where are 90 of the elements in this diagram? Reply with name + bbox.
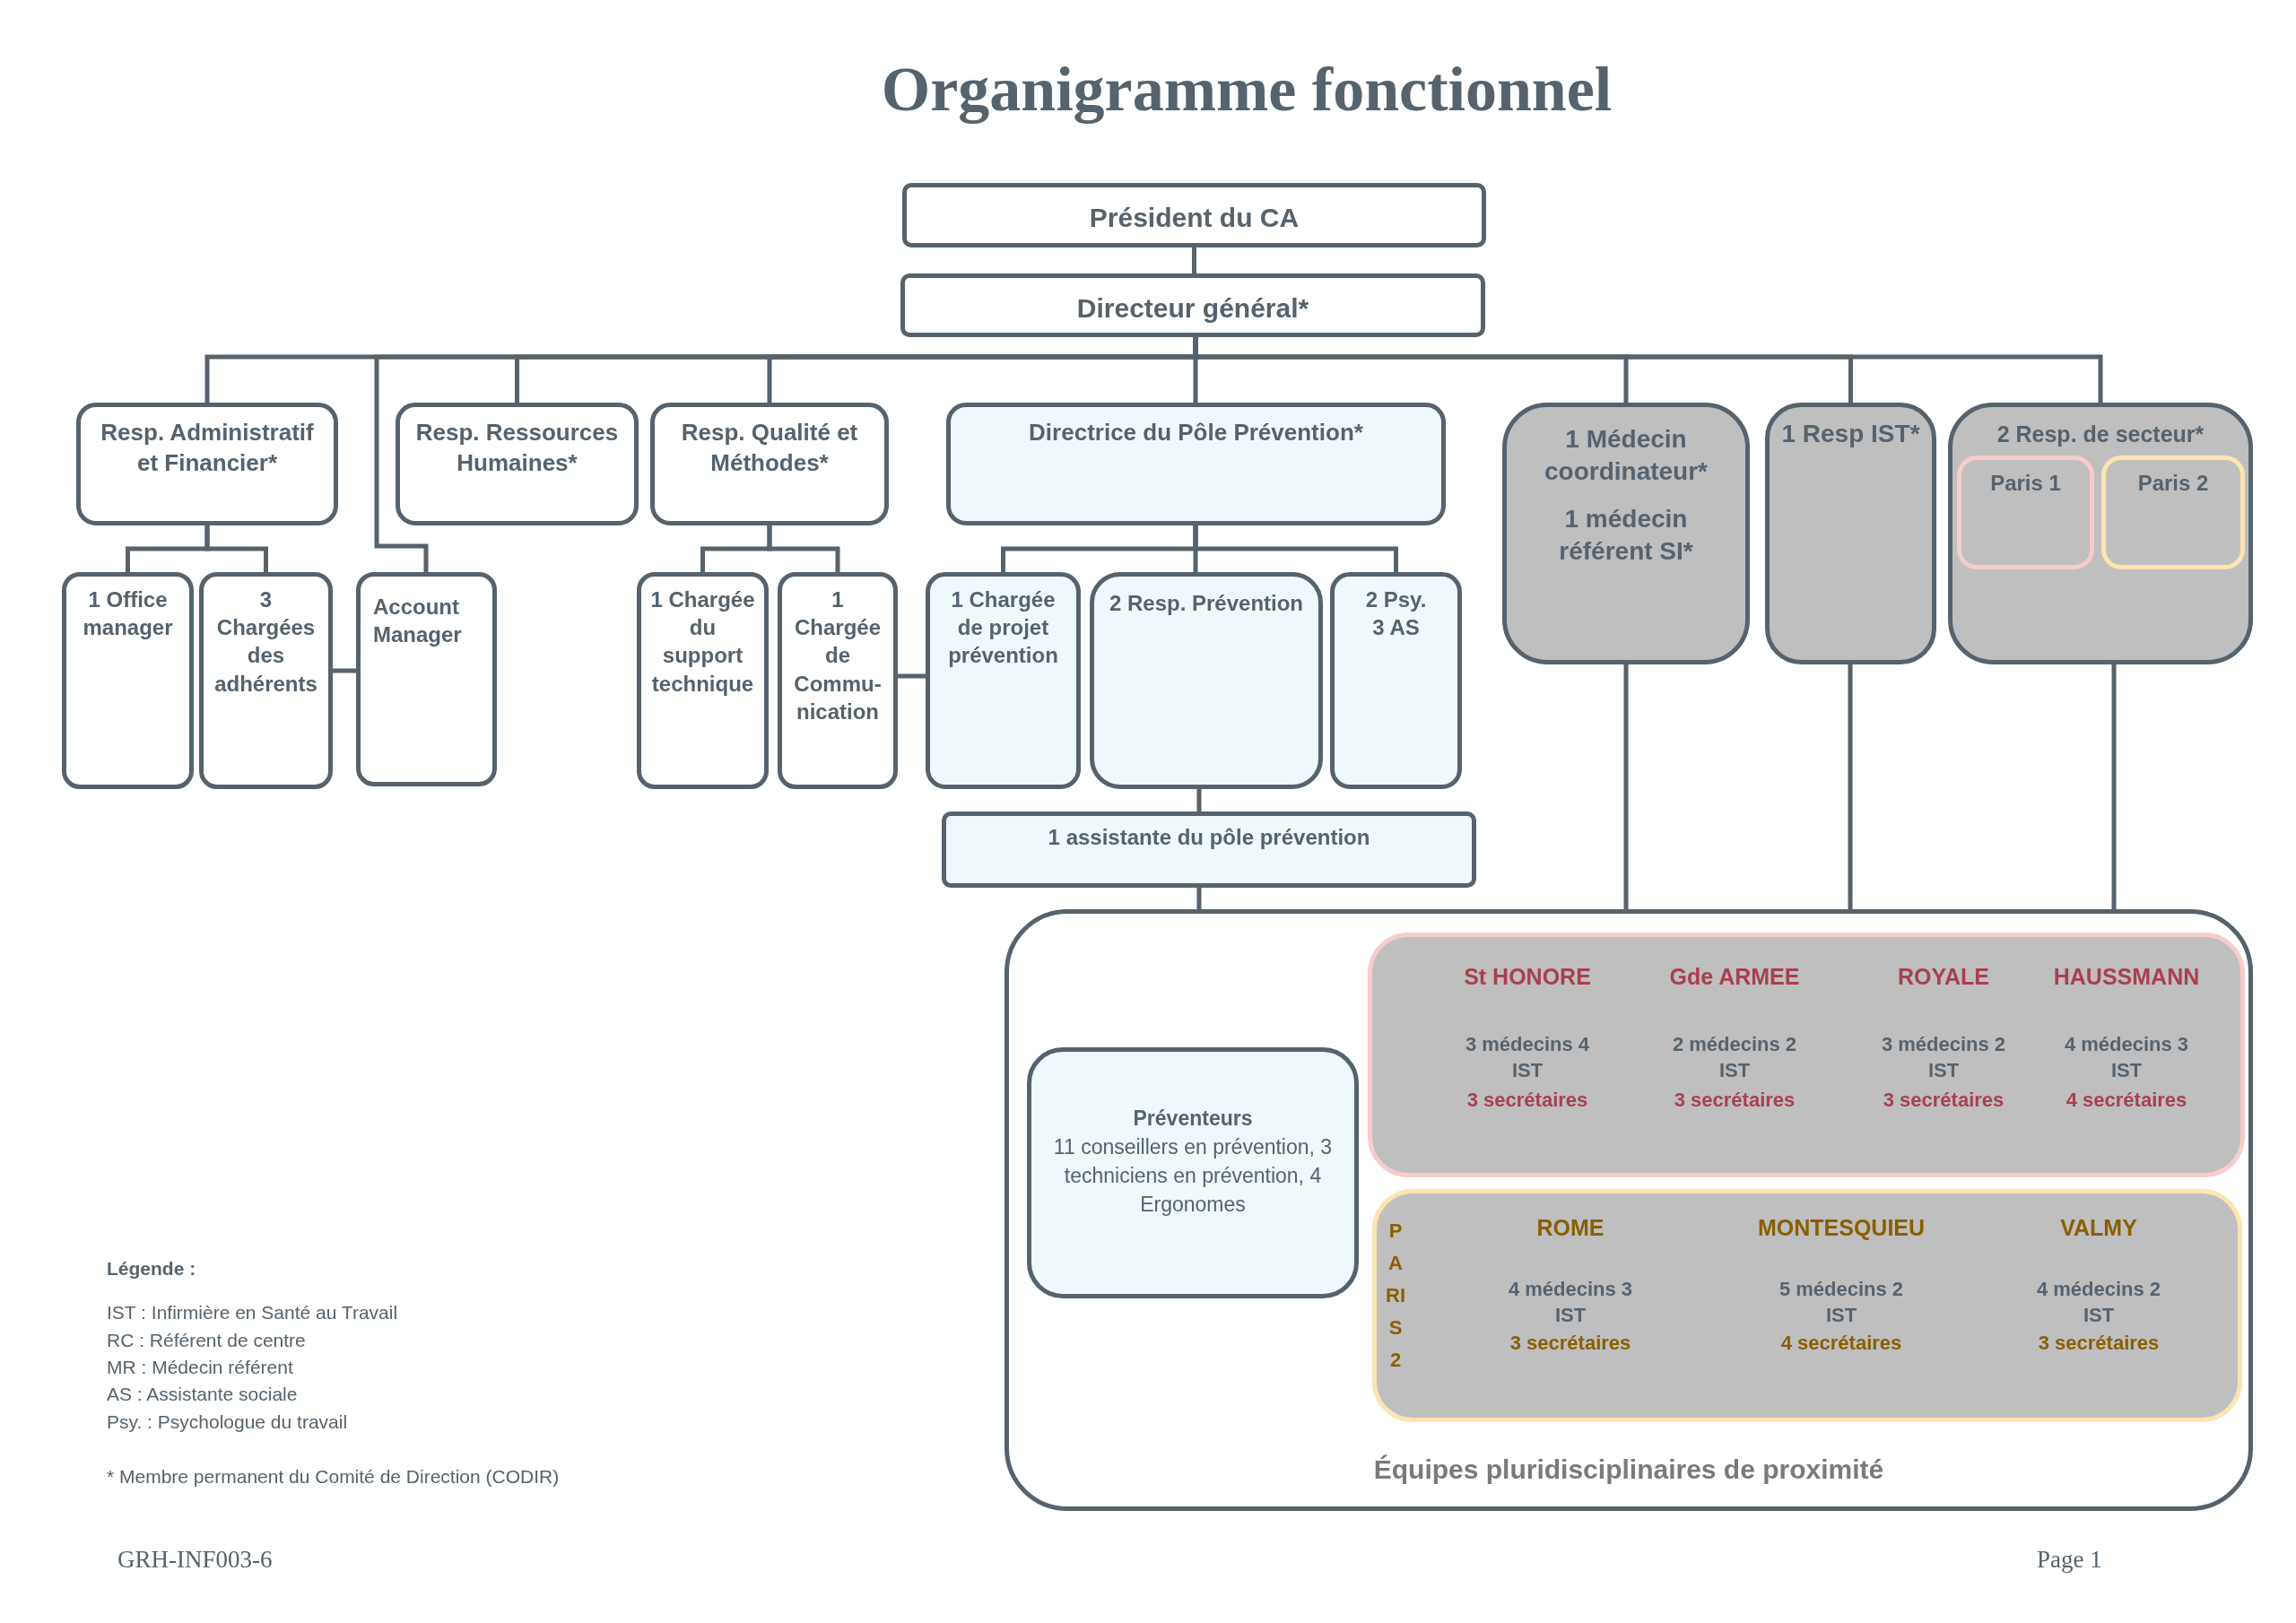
connector-line [1192,247,1196,273]
role-box [1090,572,1323,789]
role-title: 1 Office manager [82,586,174,642]
role-title: Directrice du Pôle Prévention* [1028,418,1364,447]
team-panel [1004,909,2253,1511]
page-number: Page 1 [2037,1546,2102,1574]
role-box [1765,403,1936,664]
staff-count: 2 médecins 2 IST [1671,1032,1798,1083]
staff-count: 3 médecins 2 IST [1880,1032,2007,1083]
site-name: Gde ARMEE [1668,963,1801,991]
secretary-count: 4 secrétaires [1779,1331,1903,1356]
role-title: 2 Resp. Prévention [1108,590,1305,617]
connector-line [1196,789,1202,812]
site-name: MONTESQUIEU [1756,1214,1926,1242]
site-name: HAUSSMANN [2052,963,2201,991]
secretary-count: 3 secrétaires [1882,1088,2005,1113]
role-box [199,572,333,789]
site-name: VALMY [2059,1214,2138,1242]
role-subtitle: 1 médecin référent SI* [1558,503,1694,568]
secretary-count: 3 secrétaires [1509,1331,1632,1356]
role-title: 2 Psy. 3 AS [1364,586,1428,642]
staff-count: 4 médecins 3 IST [2063,1032,2190,1083]
role-box [1330,572,1462,789]
footnote: * Membre permanent du Comité de Direction (CODIR) [107,1466,560,1488]
panel-caption: Équipes pluridisciplinaires de proximité [1372,1454,1885,1486]
role-title: Paris 2 [2136,470,2210,497]
role-title: Resp. Administratif et Financier* [100,418,315,478]
site-name: ROME [1535,1214,1605,1242]
sector-sub-box [1957,456,2094,569]
role-box [778,572,898,789]
connector-line [1848,664,1853,909]
connector-line [204,525,268,572]
secretary-count: 3 secrétaires [2037,1331,2161,1356]
role-title: 1 assistante du pôle prévention [1047,824,1371,851]
role-title: Resp. Ressources Humaines* [414,418,620,478]
role-title: 1 Chargée de projet prévention [947,586,1059,670]
role-box [76,403,338,525]
legend-entry: Psy. : Psychologue du travail [107,1411,348,1433]
role-title: 2 Resp. de secteur* [1996,421,2205,448]
legend-entry: AS : Assistante sociale [107,1384,298,1405]
sector-sub-box [2101,456,2245,569]
role-box [1502,403,1750,664]
role-title: Resp. Qualité et Méthodes* [680,418,859,478]
legend-entry: MR : Médecin référent [107,1357,293,1378]
box-text: 11 conseillers en prévention, 3 techniciens en prévention, 4 Ergonomes [1052,1133,1334,1219]
role-title: 1 Resp IST* [1780,419,1921,449]
connector-line [1623,664,1629,909]
staff-count: 4 médecins 2 IST [2035,1277,2162,1328]
page-title: Organigramme fonctionnel [880,54,1613,126]
role-title: 1 Chargée de Commu-nication [793,586,883,725]
role-box [946,403,1446,525]
role-title: 1 Chargée du support technique [649,586,756,698]
role-title: 3 Chargées des adhérents [213,586,318,698]
role-title: 1 Médecin coordinateur* [1544,424,1709,488]
role-box [356,572,497,786]
role-box [650,403,889,525]
connector-line [333,668,356,673]
staff-count: 5 médecins 2 IST [1778,1277,1905,1328]
secretary-count: 3 secrétaires [1465,1088,1589,1113]
document-code: GRH-INF003-6 [117,1546,273,1574]
role-box [942,812,1476,888]
connector-line [767,525,840,572]
role-box [62,572,194,789]
legend-entry: RC : Référent de centre [107,1330,306,1351]
role-title: Directeur général* [1075,292,1310,325]
role-box [900,273,1485,337]
role-box [396,403,639,525]
legend-heading: Légende : [107,1258,196,1280]
staff-count: 4 médecins 3 IST [1507,1277,1634,1328]
role-box [637,572,769,789]
sector-box [1948,403,2253,664]
legend-entry: IST : Infirmière en Santé au Travail [107,1302,398,1324]
connector-line [1193,525,1398,572]
connector-line [898,673,926,679]
connector-line [2111,664,2117,909]
role-box [902,183,1486,247]
site-group-panel [1372,1189,2242,1422]
role-title: Président du CA [1088,202,1300,234]
box-title: Préventeurs [1133,1106,1253,1132]
role-title: Paris 1 [1989,470,2062,497]
vertical-label: PARIS 2 [1386,1219,1405,1373]
site-group-panel [1368,933,2245,1177]
role-box [926,572,1081,789]
role-box [1027,1047,1359,1298]
connector-line [1196,888,1202,909]
staff-count: 3 médecins 4 IST [1464,1032,1591,1083]
site-name: St HONORE [1463,963,1592,991]
secretary-count: 3 secrétaires [1673,1088,1796,1113]
secretary-count: 4 secrétaires [2065,1088,2188,1113]
role-title: Account Manager [372,594,463,649]
